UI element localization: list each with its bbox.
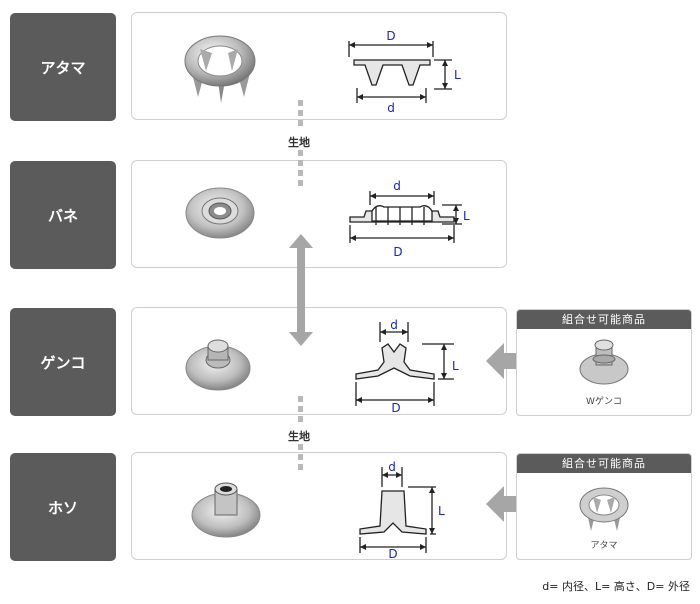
atama-cross-section <box>348 41 452 103</box>
card-hoso: d D L <box>131 452 507 561</box>
row-label-hoso: ホソ <box>10 453 116 561</box>
combo-header: 組合せ可能商品 <box>517 310 691 329</box>
dim-top: d <box>393 179 401 193</box>
dim-top: d <box>388 460 396 474</box>
combo-box-wgenko: 組合せ可能商品 Wゲンコ <box>516 309 692 416</box>
arrow-left-icon <box>486 343 516 379</box>
dim-side: L <box>438 504 445 518</box>
fabric-line-upper-b <box>298 150 303 186</box>
fabric-line-lower-b <box>298 444 303 474</box>
card-genko: d D L <box>131 307 507 415</box>
combo-header: 組合せ可能商品 <box>517 454 691 473</box>
dim-top: d <box>390 318 398 332</box>
dim-side: L <box>454 68 461 82</box>
row-label-genko: ゲンコ <box>10 308 116 416</box>
row-label-bane: バネ <box>10 161 116 269</box>
arrow-left-icon <box>486 486 516 522</box>
card-atama: D d L <box>131 12 507 120</box>
double-arrow-icon <box>289 234 313 346</box>
dim-bottom: D <box>388 547 397 559</box>
genko-illustration: d D L <box>185 318 459 415</box>
fabric-label-upper: 生地 <box>288 136 310 149</box>
dim-bottom: d <box>387 101 395 115</box>
row-label-atama: アタマ <box>10 13 116 121</box>
dimension-legend: d= 内径、L= 高さ、D= 外径 <box>542 580 690 593</box>
fabric-line-upper-a <box>298 100 303 130</box>
combo-caption: アタマ <box>590 541 618 551</box>
hoso-illustration: d D L <box>191 460 445 561</box>
dim-top: D <box>386 29 395 43</box>
hoso-stud-photo <box>191 482 261 538</box>
combo-caption: Wゲンコ <box>586 397 622 407</box>
card-bane: d D L <box>131 160 507 268</box>
fabric-line-lower-a <box>298 396 303 424</box>
atama-ring-photo <box>184 35 256 103</box>
hoso-cross-section <box>359 467 436 553</box>
genko-cross-section <box>355 322 454 406</box>
atama-illustration: D d L <box>184 29 461 115</box>
bane-illustration: d D L <box>185 179 470 259</box>
combo-box-atama: 組合せ可能商品 アタマ <box>516 453 692 560</box>
bane-cross-section <box>349 191 462 243</box>
dim-bottom: D <box>393 245 402 259</box>
dim-side: L <box>463 209 470 223</box>
dim-bottom: D <box>391 401 400 414</box>
fabric-label-lower: 生地 <box>288 430 310 443</box>
atama-small-photo <box>579 487 629 531</box>
dim-side: L <box>452 359 459 373</box>
genko-stud-photo <box>185 339 251 391</box>
bane-ring-photo <box>185 187 255 239</box>
wgenko-photo <box>579 339 629 385</box>
